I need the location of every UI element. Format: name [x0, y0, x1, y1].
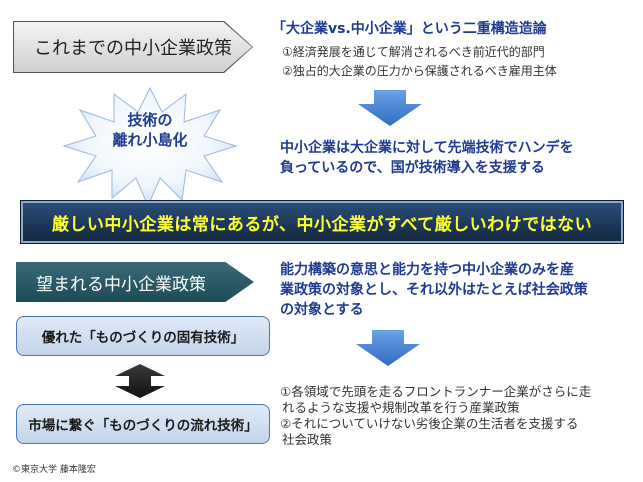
policy-2-line-2: 社会政策: [282, 432, 333, 447]
capacity-policy-line-3: の対象とする: [280, 302, 364, 318]
capacity-policy-text: 能力構築の意思と能力を持つ中小企業のみを産 業政策の対象とし、それ以外はたとえば…: [280, 260, 588, 320]
tech-support-text: 中小企業は大企業に対して先端技術でハンデを 負っているので、国が技術導入を支援す…: [280, 138, 574, 178]
burst-line-2: 離れ小島化: [112, 131, 188, 149]
dual-structure-heading: 「大企業vs.中小企業」という二重構造造論: [272, 21, 547, 37]
down-arrow-1: [358, 90, 422, 126]
double-arrow-icon: [115, 364, 165, 398]
capacity-policy-line-2: 業政策の対象とし、それ以外はたとえば社会政策: [280, 282, 588, 298]
burst-line-1: 技術の: [127, 111, 173, 129]
past-policy-label: これまでの中小企業政策: [14, 22, 252, 72]
desired-policy-label: 望まれる中小企業政策: [16, 262, 254, 302]
flow-technology-box: 市場に繋ぐ「ものづくりの流れ技術」: [16, 404, 270, 444]
copyright-text: ©東京大学 藤本隆宏: [12, 465, 96, 475]
policy-list: ①各領域で先頭を走るフロントランナー企業がさらに走 れるような支援や規制改革を行…: [280, 384, 591, 448]
isolation-burst: 技術の 離れ小島化: [62, 86, 238, 208]
key-message-banner: 厳しい中小企業は常にあるが、中小企業がすべて厳しいわけではない: [20, 200, 624, 244]
dual-structure-item-1: ①経済発展を通じて解消されるべき前近代的部門: [282, 45, 545, 59]
dual-structure-item-2: ②独占的大企業の圧力から保護されるべき雇用主体: [282, 64, 557, 78]
capacity-policy-line-1: 能力構築の意思と能力を持つ中小企業のみを産: [280, 262, 574, 278]
tech-support-line-1: 中小企業は大企業に対して先端技術でハンデを: [280, 140, 574, 156]
policy-1-line-1: ①各領域で先頭を走るフロントランナー企業がさらに走: [280, 384, 592, 399]
policy-2-line-1: ②それについていけない劣後企業の生活者を支援する: [280, 416, 579, 431]
policy-1-line-2: れるような支援や規制改革を行う産業政策: [282, 400, 520, 415]
inherent-technology-box: 優れた「ものづくりの固有技術」: [16, 316, 270, 356]
down-arrow-2: [356, 330, 420, 366]
tech-support-line-2: 負っているので、国が技術導入を支援する: [280, 160, 545, 176]
